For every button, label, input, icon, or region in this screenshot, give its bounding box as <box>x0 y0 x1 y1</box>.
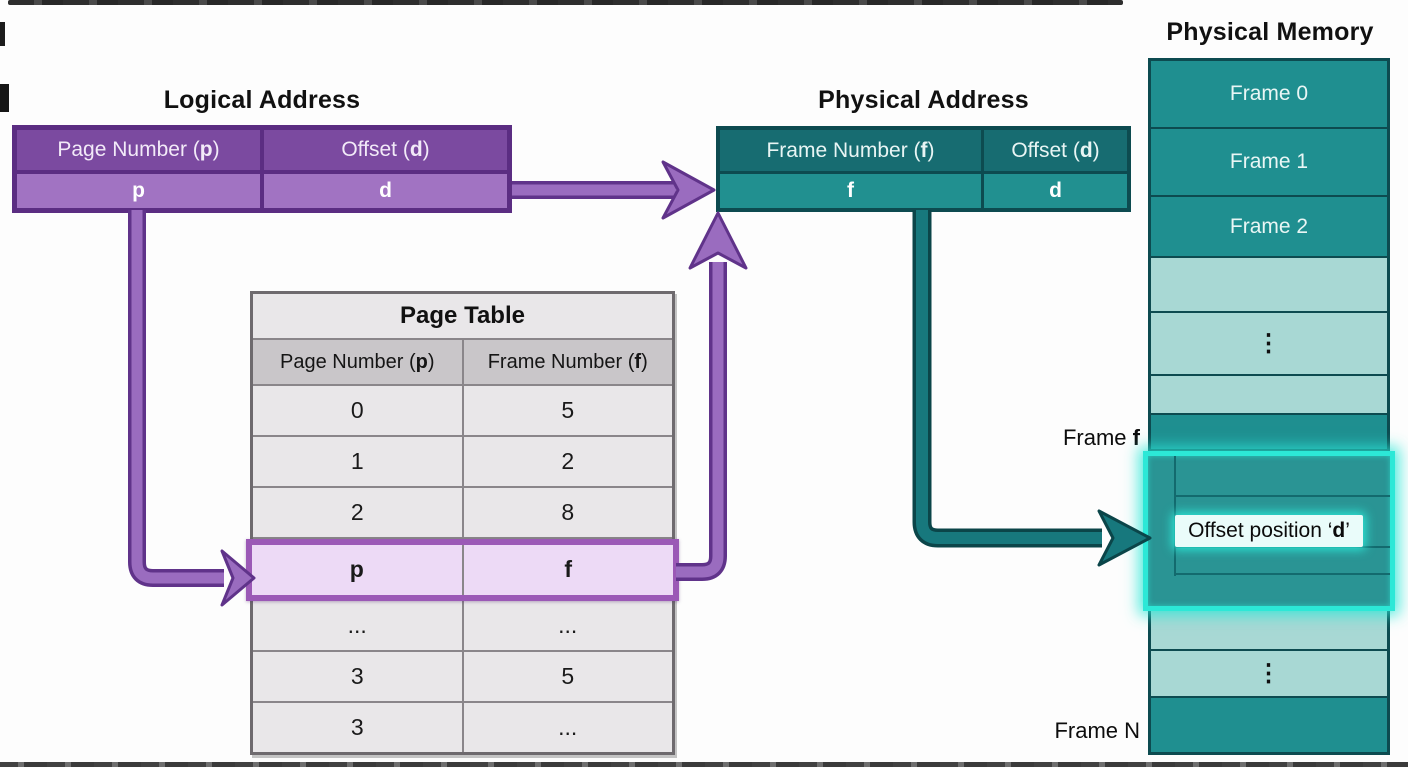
frame-n-label: Frame N <box>1054 718 1140 743</box>
page-number-header: Page Number (p) <box>17 130 260 170</box>
page-cell: ... <box>347 611 367 638</box>
page-table: Page Table Page Number (p) Frame Number … <box>246 291 679 755</box>
table-row: ... ... <box>253 600 673 652</box>
page-cell: 0 <box>350 397 364 424</box>
physical-address-title: Physical Address <box>818 86 1029 114</box>
page-cell: 2 <box>350 499 364 526</box>
page-number-value: p <box>132 179 145 202</box>
memory-ellipsis-cell: ⋮ <box>1151 651 1387 698</box>
table-row-highlighted: p f <box>246 539 679 601</box>
memory-free-cell <box>1151 611 1387 651</box>
label-em: f <box>1132 425 1140 450</box>
memory-free-cell <box>1151 376 1387 415</box>
label-text: ) <box>1092 138 1100 162</box>
label-em: p <box>415 350 428 373</box>
highlight-row-line <box>1174 546 1390 548</box>
table-row: 3 5 <box>253 651 673 703</box>
label-em: p <box>199 138 213 161</box>
offset-value: d <box>260 174 507 208</box>
label-text: Frame <box>1062 425 1133 450</box>
table-row: 2 8 <box>253 488 673 540</box>
scan-artifact-left-1 <box>0 22 5 46</box>
page-cell: 3 <box>350 713 364 740</box>
offset-header: Offset (d) <box>981 130 1127 171</box>
table-row: 0 5 <box>253 386 673 438</box>
logical-address-header-row: Page Number (p) Offset (d) <box>17 130 507 174</box>
frame-number-header: Frame Number (f) <box>720 130 981 171</box>
label-text: ) <box>427 350 435 373</box>
offset-position-label: Offset position ‘d’ <box>1175 515 1363 547</box>
physical-address-box: Frame Number (f) Offset (d) f d <box>716 126 1131 212</box>
logical-address-title: Logical Address <box>163 86 361 114</box>
frame-cell: ... <box>461 600 673 650</box>
scan-artifact-bottom <box>0 762 1408 767</box>
frame-number-value: f <box>847 179 854 202</box>
label-em: d <box>1079 138 1093 162</box>
frame-cell: 5 <box>461 651 673 701</box>
memory-frame-2: Frame 2 <box>1151 197 1387 258</box>
offset-header: Offset (d) <box>260 130 507 170</box>
frame-number-column-header: Frame Number (f) <box>461 340 673 384</box>
arrowhead-to-physical-address <box>661 160 716 220</box>
logical-address-box: Page Number (p) Offset (d) p d <box>12 125 512 213</box>
table-row: 3 ... <box>253 702 673 752</box>
frame-cell: 8 <box>461 488 673 538</box>
label-text: ) <box>212 138 220 161</box>
physical-memory-column: Frame 0 Frame 1 Frame 2 ⋮ Offset positio… <box>1143 58 1395 755</box>
label-text: ) <box>927 138 935 162</box>
highlight-row-line <box>1174 495 1390 497</box>
frame-cell: ... <box>461 702 673 752</box>
label-text: ’ <box>1345 519 1350 542</box>
frame-cell: 5 <box>461 386 673 436</box>
page-table-header-row: Page Number (p) Frame Number (f) <box>253 340 672 386</box>
physical-memory-title: Physical Memory <box>1166 18 1374 46</box>
scan-artifact-top <box>8 0 1123 5</box>
highlight-row-line <box>1174 573 1390 575</box>
page-number-column-header: Page Number (p) <box>253 340 462 384</box>
physical-address-header-row: Frame Number (f) Offset (d) <box>720 130 1127 174</box>
label-em: d <box>1332 519 1346 542</box>
label-text: Frame Number ( <box>487 350 635 373</box>
label-em: f <box>634 350 642 373</box>
label-text: Offset ( <box>341 138 410 161</box>
label-text: Offset position ‘ <box>1188 519 1333 542</box>
memory-ellipsis-cell: ⋮ <box>1151 313 1387 376</box>
label-text: ) <box>422 138 430 161</box>
memory-frame-n <box>1151 698 1387 752</box>
page-table-title: Page Table <box>253 294 672 340</box>
memory-frame-f-top <box>1151 415 1387 451</box>
label-text: Page Number ( <box>57 138 200 161</box>
frame-cell: 2 <box>461 437 673 487</box>
frame-cell: f <box>461 545 674 595</box>
logical-address-value-row: p d <box>17 174 507 208</box>
label-text: ) <box>641 350 648 373</box>
label-text: Page Number ( <box>279 350 416 373</box>
physical-address-value-row: f d <box>720 174 1127 208</box>
arrowhead-up-to-physical-address <box>688 211 748 270</box>
label-text: Offset ( <box>1011 138 1080 162</box>
page-cell: 1 <box>350 448 364 475</box>
frame-f-label: Frame f <box>1000 425 1140 451</box>
offset-value: d <box>981 174 1127 208</box>
scan-artifact-left-2 <box>0 84 9 112</box>
table-row: 1 2 <box>253 437 673 489</box>
memory-frame-0: Frame 0 <box>1151 61 1387 129</box>
label-text: Frame Number ( <box>766 138 921 162</box>
memory-frame-f-highlight: Offset position ‘d’ <box>1143 451 1395 611</box>
label-em: d <box>409 138 423 161</box>
page-cell: 3 <box>350 662 364 689</box>
memory-free-cell <box>1151 258 1387 313</box>
label-em: f <box>920 138 928 162</box>
page-cell: p <box>349 556 364 583</box>
highlight-row-tick <box>1174 456 1176 576</box>
memory-frame-1: Frame 1 <box>1151 129 1387 197</box>
